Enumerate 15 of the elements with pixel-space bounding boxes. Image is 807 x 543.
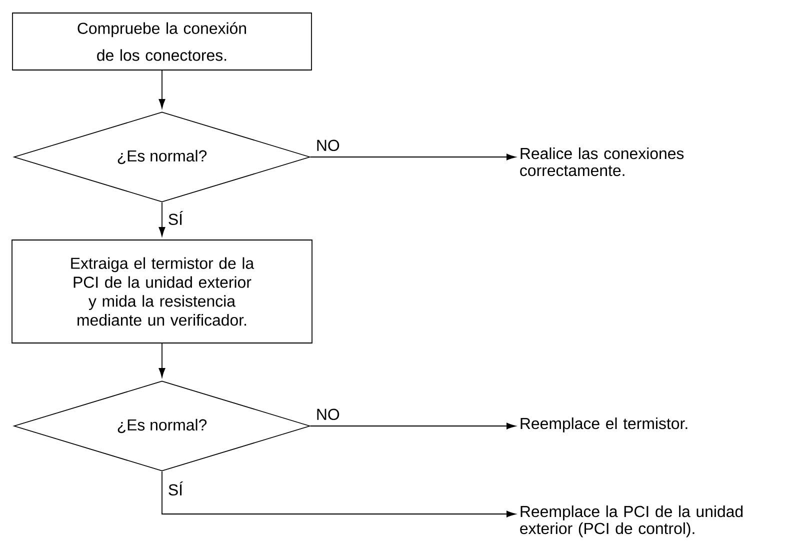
arrow [158,202,166,236]
edge-label: SÍ [166,480,184,497]
edge-label: SÍ [166,210,184,226]
arrow [162,471,516,518]
arrow [310,154,516,160]
result-text: Realice las conexiones correctamente. [520,147,684,176]
edge-label: NO [314,407,342,422]
edge-label: NO [314,138,342,153]
arrow [158,343,166,378]
result-text: Reemplace la PCI de la unidad exterior (PCI de control). [520,505,743,538]
arrow [158,70,166,108]
result-text: Reemplace el termistor. [520,417,688,432]
arrow [310,422,516,430]
process-box: Compruebe la conexión de los conectores. [12,12,312,70]
process-box: Extraiga el termistor de la PCI de la unidad exterior y mida la resistencia mediante un verificador. [12,240,312,344]
